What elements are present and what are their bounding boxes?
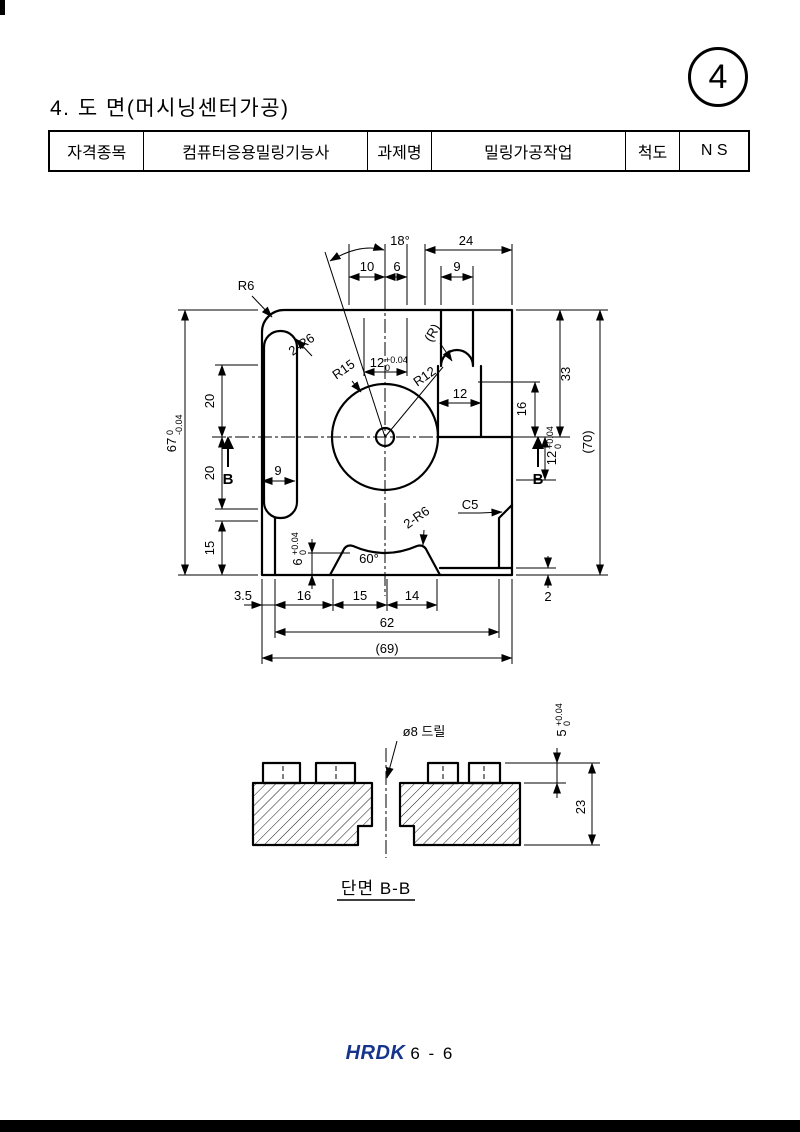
dim-16-bottom: 16 [297, 588, 311, 603]
dim-10: 10 [360, 259, 374, 274]
dim-15-left: 15 [202, 541, 217, 555]
dim-20-lower: 20 [202, 466, 217, 480]
svg-text:15: 15 [202, 541, 217, 555]
svg-text:(70): (70) [580, 430, 595, 453]
svg-text:R12: R12 [410, 363, 438, 389]
svg-text:5: 5 [554, 729, 569, 736]
dim-6-depth-tol: 6 +0.04 0 [290, 532, 308, 565]
section-arrow-right [532, 436, 544, 449]
subject-label-cell: 자격종목 [50, 132, 145, 170]
dim-14: 14 [405, 588, 419, 603]
left-slot-stadium [262, 329, 299, 520]
task-value-cell: 밀링가공작업 [432, 132, 626, 170]
dim-12-slot-tol: 12 +0.04 0 [370, 355, 408, 373]
dim-3-5: 3.5 [234, 588, 252, 603]
dimension-lines [181, 243, 604, 662]
right-slot [436, 364, 514, 439]
dim-angle-60: 60° [359, 551, 379, 566]
dim-2: 2 [544, 589, 551, 604]
svg-text:0: 0 [298, 550, 308, 555]
main-view: 18° 24 10 6 9 67 0 -0.04 20 20 15 9 B B … [164, 233, 608, 664]
hrdk-logo: HRDK [345, 1042, 406, 1064]
drill-note: ø8 드릴 [403, 724, 446, 739]
right-step-chamfer [438, 503, 514, 570]
leader-lines [251, 295, 503, 546]
section-arrow-left [222, 436, 234, 449]
section-top-tabs [261, 761, 502, 785]
svg-text:33: 33 [558, 367, 573, 381]
dim-12-mid: 12 [453, 386, 467, 401]
dim-33: 33 [558, 367, 573, 381]
dim-angle-18: 18° [390, 233, 410, 248]
section-letter-right: B [533, 471, 544, 488]
dim-62: 62 [380, 615, 394, 630]
subject-value-cell: 컴퓨터응용밀링기능사 [144, 132, 369, 170]
section-letter-left: B [223, 471, 234, 488]
top-right-arch [439, 308, 475, 368]
label-r12: R12 [410, 363, 438, 389]
svg-text:2-R6: 2-R6 [401, 503, 433, 531]
label-r15: R15 [329, 356, 357, 382]
hidden-lines [282, 766, 485, 780]
svg-text:6: 6 [290, 558, 305, 565]
angle-arc-18 [329, 243, 385, 262]
svg-text:20: 20 [202, 394, 217, 408]
dim-69: (69) [375, 641, 398, 656]
dim-6: 6 [393, 259, 400, 274]
scan-artifact-bottom [0, 1120, 800, 1132]
dim-24: 24 [459, 233, 473, 248]
dim-12-right-tol: 12 +0.04 0 [544, 426, 563, 465]
svg-text:20: 20 [202, 466, 217, 480]
label-2r6-bottom: 2-R6 [401, 503, 433, 531]
svg-text:0: 0 [553, 444, 563, 449]
section-cut-arrows [222, 436, 544, 467]
svg-text:+0.04: +0.04 [554, 703, 564, 726]
dim-67-tol: 67 0 -0.04 [164, 414, 184, 452]
section-view: ø8 드릴 5 +0.04 0 23 단면 B-B [251, 703, 600, 901]
dim-23: 23 [573, 800, 588, 814]
svg-text:(R): (R) [421, 321, 443, 344]
svg-text:12: 12 [370, 355, 384, 370]
drill-leader [385, 740, 398, 779]
centerlines [212, 296, 556, 596]
svg-text:0: 0 [165, 430, 175, 435]
svg-text:0: 0 [562, 721, 572, 726]
scan-artifact-top-left [0, 0, 5, 15]
svg-text:67: 67 [164, 438, 179, 452]
dim-20-upper: 20 [202, 394, 217, 408]
svg-text:23: 23 [573, 800, 588, 814]
svg-text:0: 0 [385, 363, 390, 373]
footer-page-number: 6 - 6 [410, 1044, 455, 1063]
scale-label-cell: 척도 [626, 132, 681, 170]
info-table: 자격종목 컴퓨터응용밀링기능사 과제명 밀링가공작업 척도 N S [48, 130, 750, 172]
task-label-cell: 과제명 [368, 132, 432, 170]
section-body-right [398, 781, 522, 847]
page-number: 4 [708, 57, 728, 96]
dim-5-tol: 5 +0.04 0 [554, 703, 572, 736]
label-r-ref: (R) [421, 321, 443, 344]
construction-lines [324, 251, 444, 438]
page-number-badge: 4 [688, 47, 748, 107]
svg-text:12: 12 [544, 451, 559, 465]
svg-text:R15: R15 [329, 356, 357, 382]
svg-text:+0.04: +0.04 [545, 426, 555, 449]
dim-9-left: 9 [274, 463, 281, 478]
svg-text:+0.04: +0.04 [290, 532, 300, 555]
svg-text:+0.04: +0.04 [385, 355, 408, 365]
svg-text:16: 16 [514, 402, 529, 416]
dim-15-bottom: 15 [353, 588, 367, 603]
page-title: 4. 도 면(머시닝센터가공) [50, 97, 290, 120]
label-r6: R6 [238, 278, 255, 293]
section-caption: 단면 B-B [341, 879, 411, 898]
svg-text:-0.04: -0.04 [174, 414, 184, 435]
dim-16-right: 16 [514, 402, 529, 416]
dim-70: (70) [580, 430, 595, 453]
section-body-left [251, 781, 374, 847]
dim-9-top: 9 [453, 259, 460, 274]
label-c5: C5 [462, 497, 479, 512]
scale-value-cell: N S [700, 142, 728, 159]
